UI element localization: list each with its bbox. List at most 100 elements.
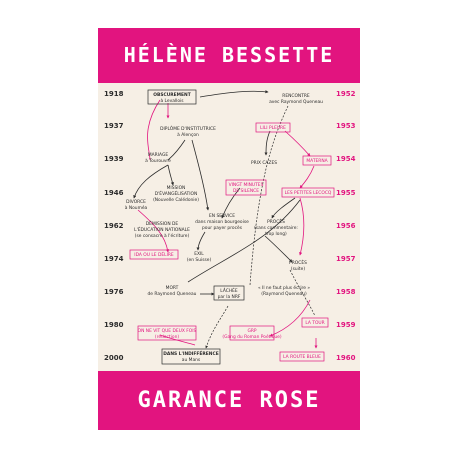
node-materna: MATERNA [302, 155, 332, 166]
author-band: HÉLÈNE BESSETTE [98, 28, 360, 83]
node-mort-queneau: MORT de Raymond Queneau [148, 285, 197, 297]
connector [284, 130, 311, 157]
year-left: 2000 [104, 354, 124, 362]
svg-text:trop long): trop long) [265, 231, 287, 237]
years-left-column: 1918 1937 1939 1946 1962 1974 1976 1980 … [104, 90, 124, 362]
connector [249, 105, 289, 286]
node-dans-l-indifference: DANS L'INDIFFÉRENCE au Mans [161, 348, 221, 365]
node-mission: MISSION D'ÉVANGÉLISATION (Nouvelle Caléd… [153, 185, 199, 203]
node-la-tour: LA TOUR [301, 317, 329, 328]
node-diplome: DIPLÔME D'INSTITUTRICE à Alençon [160, 125, 216, 138]
year-left: 1937 [104, 122, 124, 130]
node-ida-ou-le-delire: IDA OU LE DÉLIRE [129, 249, 179, 260]
svg-text:« Il ne faut plus écrire »: « Il ne faut plus écrire » [258, 284, 310, 291]
connector [137, 209, 170, 253]
year-left: 1962 [104, 222, 124, 230]
svg-text:DÉMISSION DE: DÉMISSION DE [146, 219, 179, 227]
year-right: 1955 [336, 189, 356, 197]
node-prix-cazes: PRIX CAZES [251, 160, 277, 166]
author-name: HÉLÈNE BESSETTE [123, 43, 335, 67]
connector [159, 334, 196, 346]
svg-text:à Levallois: à Levallois [160, 97, 184, 104]
connector [199, 90, 269, 98]
connector [299, 197, 305, 256]
svg-text:au Mans: au Mans [182, 357, 201, 363]
node-proces-suite: PROCÈS (suite) [289, 258, 307, 272]
svg-text:LA ROUTE BLEUE: LA ROUTE BLEUE [283, 354, 321, 360]
svg-text:MISSION: MISSION [167, 185, 186, 191]
svg-text:LILI PLEURE: LILI PLEURE [260, 125, 286, 131]
svg-text:LA TOUR: LA TOUR [305, 320, 324, 326]
svg-text:D'ÉVANGÉLISATION: D'ÉVANGÉLISATION [155, 189, 198, 197]
svg-text:RENCONTRE: RENCONTRE [282, 93, 310, 99]
year-left: 1946 [104, 189, 124, 197]
connector [271, 197, 296, 219]
svg-text:(Raymond Queneau): (Raymond Queneau) [261, 291, 307, 297]
svg-text:DIPLÔME D'INSTITUTRICE: DIPLÔME D'INSTITUTRICE [160, 125, 216, 132]
node-petites-lecocq: LES PETITES LECOCQ [281, 187, 335, 198]
connector [196, 231, 206, 251]
connector [264, 130, 271, 156]
svg-text:LES PETITES LECOCQ: LES PETITES LECOCQ [285, 190, 332, 196]
svg-text:(Gang du Roman Poétique): (Gang du Roman Poétique) [222, 333, 282, 340]
node-demission: DÉMISSION DE L'ÉDUCATION NATIONALE (se c… [134, 219, 190, 239]
svg-text:(rédaction): (rédaction) [155, 333, 179, 340]
svg-text:PROCÈS: PROCÈS [267, 217, 285, 225]
year-right: 1954 [336, 155, 356, 163]
svg-text:(se consacre à l'écriture): (se consacre à l'écriture) [135, 232, 190, 239]
svg-text:MARIAGE: MARIAGE [148, 152, 168, 158]
year-left: 1974 [104, 255, 124, 263]
svg-text:L'ÉDUCATION NATIONALE: L'ÉDUCATION NATIONALE [134, 225, 190, 233]
title-band: GARANCE ROSE [98, 371, 360, 430]
connector [205, 305, 229, 349]
node-exil: EXIL (en Suisse) [187, 251, 212, 263]
node-lachee: LÂCHÉE par la NRF [213, 285, 245, 301]
year-right: 1959 [336, 321, 356, 329]
svg-text:(Nouvelle Calédonie): (Nouvelle Calédonie) [153, 196, 199, 203]
connector [221, 187, 241, 219]
svg-text:par la NRF: par la NRF [218, 294, 241, 300]
connector [147, 99, 161, 161]
connectors [133, 90, 318, 349]
svg-text:LÂCHÉE: LÂCHÉE [220, 286, 238, 294]
svg-text:dans maison bourgeoise: dans maison bourgeoise [195, 219, 249, 225]
node-obscurement: OBSCUREMENT à Levallois [147, 89, 197, 105]
node-lili-pleure: LILI PLEURE [255, 122, 291, 133]
year-left: 1918 [104, 90, 124, 98]
svg-text:à Alençon: à Alençon [177, 131, 199, 138]
connector [289, 269, 316, 317]
year-right: 1958 [336, 288, 356, 296]
years-right-column: 1952 1953 1954 1955 1956 1957 1958 1959 … [336, 90, 356, 362]
year-left: 1980 [104, 321, 124, 329]
svg-text:DE SILENCE: DE SILENCE [233, 188, 259, 194]
svg-text:VINGT MINUTES: VINGT MINUTES [229, 182, 264, 188]
node-mariage: MARIAGE à Tourouvre [145, 152, 171, 164]
svg-text:de Raymond Queneau: de Raymond Queneau [148, 291, 197, 297]
svg-text:à Tourouvre: à Tourouvre [145, 157, 171, 164]
node-vingt-minutes: VINGT MINUTES DE SILENCE [225, 179, 267, 196]
node-on-ne-vit-que-deux-fois: ON NE VIT QUE DEUX FOIS (rédaction) [137, 325, 197, 341]
svg-text:EN SERVICE: EN SERVICE [209, 213, 235, 219]
node-proces: PROCÈS (sans commentaire: trop long) [254, 217, 298, 237]
svg-text:OBSCUREMENT: OBSCUREMENT [153, 92, 190, 98]
connector [133, 164, 169, 199]
year-right: 1953 [336, 122, 356, 130]
connector [264, 235, 293, 263]
svg-text:MORT: MORT [166, 285, 179, 291]
connector [167, 139, 186, 161]
svg-text:EXIL: EXIL [194, 251, 204, 257]
svg-text:PRIX CAZES: PRIX CAZES [251, 160, 277, 166]
year-right: 1957 [336, 255, 356, 263]
book-title: GARANCE ROSE [137, 388, 321, 413]
node-rencontre: RENCONTRE avec Raymond Queneau [269, 93, 323, 105]
svg-text:avec Raymond Queneau: avec Raymond Queneau [269, 99, 323, 105]
svg-text:(suite): (suite) [291, 266, 305, 272]
svg-text:GRP: GRP [247, 328, 256, 334]
node-divorce: DIVORCE à Nouméa [125, 199, 148, 211]
cover-background [98, 28, 360, 430]
connector [299, 165, 315, 189]
node-la-route-bleue: LA ROUTE BLEUE [279, 351, 325, 362]
year-left: 1939 [104, 155, 124, 163]
